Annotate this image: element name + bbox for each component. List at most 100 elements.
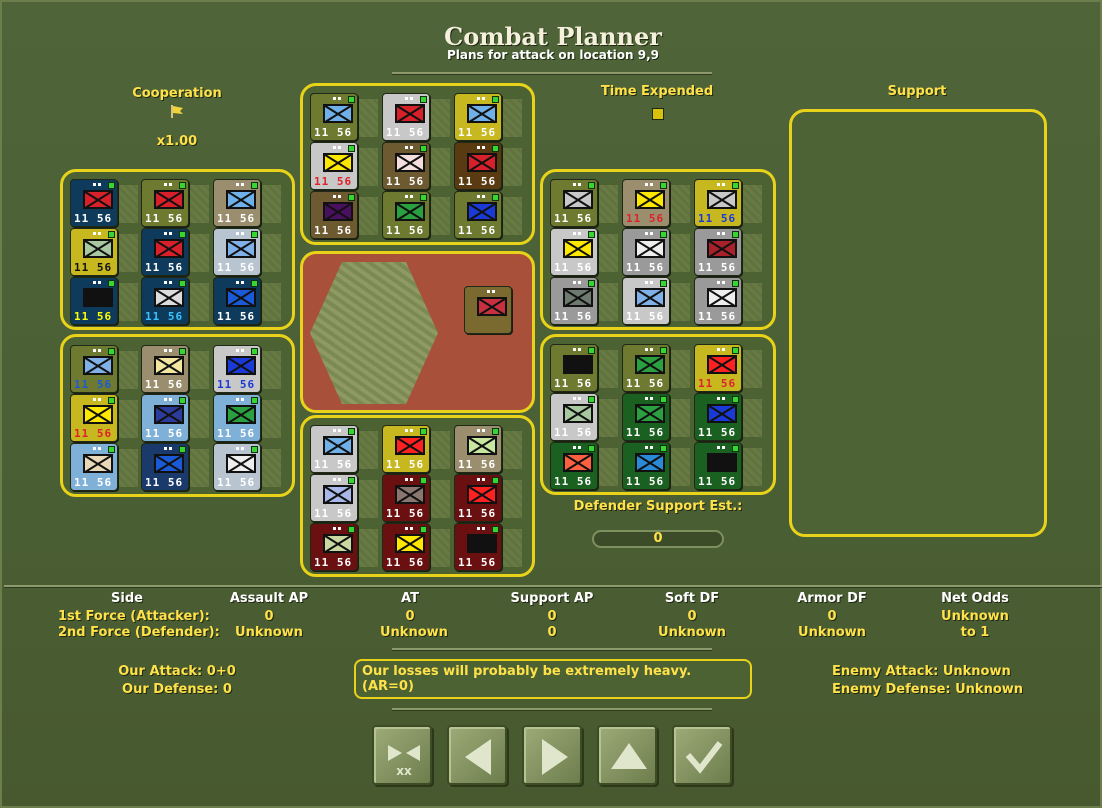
unit-terrain <box>114 283 138 321</box>
infantry-symbol-icon <box>467 485 497 504</box>
unit-counter[interactable]: 11 56 <box>382 425 430 473</box>
unit-counter[interactable]: 11 56 <box>550 228 598 276</box>
unit-counter[interactable]: 11 56 <box>550 344 598 392</box>
unit-counter[interactable]: 11 56 <box>213 345 261 393</box>
cancel-attack-button[interactable]: xx <box>372 725 432 785</box>
infantry-symbol-icon <box>83 190 113 209</box>
unit-size-icon <box>645 397 653 400</box>
infantry-symbol-icon <box>226 356 256 375</box>
unit-counter[interactable]: 11 56 <box>70 277 118 325</box>
unit-counter[interactable]: 11 56 <box>141 394 189 442</box>
our-attack: Our Attack: 0+0 <box>118 664 236 679</box>
infantry-symbol-icon <box>707 355 737 374</box>
unit-counter[interactable]: 11 56 <box>310 93 358 141</box>
unit-strength: 11 56 <box>217 378 256 391</box>
unit-counter[interactable]: 11 56 <box>622 442 670 490</box>
unit-counter[interactable]: 11 56 <box>70 394 118 442</box>
infantry-symbol-icon <box>395 534 425 553</box>
unit-status-icon <box>588 182 595 189</box>
unit-counter[interactable]: 11 56 <box>70 443 118 491</box>
unit-counter[interactable]: 11 56 <box>382 191 430 239</box>
unit-counter[interactable]: 11 56 <box>454 93 502 141</box>
unit-counter[interactable]: 11 56 <box>622 228 670 276</box>
unit-size-icon <box>236 281 244 284</box>
unit-counter[interactable]: 11 56 <box>382 474 430 522</box>
unit-counter[interactable]: 11 56 <box>694 393 742 441</box>
unit-counter[interactable]: 11 56 <box>141 345 189 393</box>
unit-counter[interactable]: 11 56 <box>622 393 670 441</box>
unit-counter[interactable]: 11 56 <box>382 142 430 190</box>
unit-counter[interactable]: 11 56 <box>141 228 189 276</box>
attacker-at: 0 <box>405 609 415 624</box>
unit-strength: 11 56 <box>314 175 353 188</box>
unit-status-icon <box>179 348 186 355</box>
time-expended-label: Time Expended <box>600 84 714 99</box>
unit-counter[interactable]: 11 56 <box>213 228 261 276</box>
unit-counter[interactable]: 11 56 <box>622 179 670 227</box>
up-button[interactable] <box>597 725 657 785</box>
unit-strength: 11 56 <box>458 458 497 471</box>
unit-counter[interactable]: 11 56 <box>694 344 742 392</box>
unit-terrain <box>594 283 618 321</box>
unit-counter[interactable]: 11 56 <box>141 277 189 325</box>
next-button[interactable] <box>522 725 582 785</box>
unit-counter[interactable]: 11 56 <box>550 277 598 325</box>
unit-counter[interactable]: 11 56 <box>213 179 261 227</box>
defender-assault-ap: Unknown <box>235 625 303 640</box>
unit-counter[interactable]: 11 56 <box>694 228 742 276</box>
unit-counter[interactable]: 11 56 <box>550 179 598 227</box>
infantry-symbol-icon <box>563 239 593 258</box>
unit-counter[interactable]: 11 56 <box>70 228 118 276</box>
unit-strength: 11 56 <box>386 224 425 237</box>
unit-terrain <box>666 283 690 321</box>
infantry-symbol-icon <box>323 153 353 172</box>
unit-counter[interactable]: 11 56 <box>70 179 118 227</box>
unit-counter[interactable]: 11 56 <box>310 142 358 190</box>
unit-counter[interactable]: 11 56 <box>454 523 502 571</box>
unit-status-icon <box>492 194 499 201</box>
unit-size-icon <box>477 97 485 100</box>
previous-button[interactable] <box>447 725 507 785</box>
unit-counter[interactable]: 11 56 <box>213 394 261 442</box>
unit-counter[interactable]: 11 56 <box>694 277 742 325</box>
unit-counter[interactable]: 11 56 <box>622 344 670 392</box>
unit-counter[interactable]: 11 56 <box>454 425 502 473</box>
confirm-button[interactable] <box>672 725 732 785</box>
unit-counter[interactable]: 11 56 <box>550 442 598 490</box>
unit-counter[interactable]: 11 56 <box>310 191 358 239</box>
support-panel[interactable] <box>789 109 1047 537</box>
unit-counter[interactable]: 11 56 <box>382 523 430 571</box>
unit-strength: 11 56 <box>74 212 113 225</box>
target-unit-counter[interactable] <box>464 286 512 334</box>
unit-counter[interactable]: 11 56 <box>694 442 742 490</box>
unit-counter[interactable]: 11 56 <box>382 93 430 141</box>
unit-counter[interactable]: 11 56 <box>141 179 189 227</box>
infantry-symbol-icon <box>83 239 113 258</box>
unit-size-icon <box>236 349 244 352</box>
unit-status-icon <box>588 280 595 287</box>
infantry-symbol-icon <box>395 436 425 455</box>
unit-counter[interactable]: 11 56 <box>694 179 742 227</box>
unit-terrain <box>114 400 138 438</box>
infantry-symbol-icon <box>707 404 737 423</box>
unit-counter[interactable]: 11 56 <box>310 425 358 473</box>
unit-counter[interactable]: 11 56 <box>213 277 261 325</box>
unit-status-icon <box>492 477 499 484</box>
unit-counter[interactable]: 11 56 <box>310 523 358 571</box>
infantry-symbol-icon <box>226 239 256 258</box>
unit-counter[interactable]: 11 56 <box>213 443 261 491</box>
unit-status-icon <box>732 445 739 452</box>
unit-counter[interactable]: 11 56 <box>70 345 118 393</box>
unit-size-icon <box>236 447 244 450</box>
unit-counter[interactable]: 11 56 <box>550 393 598 441</box>
unit-counter[interactable]: 11 56 <box>141 443 189 491</box>
unit-strength: 11 56 <box>314 458 353 471</box>
unit-terrain <box>354 148 378 186</box>
infantry-symbol-icon <box>395 485 425 504</box>
target-hex[interactable] <box>310 262 438 404</box>
unit-counter[interactable]: 11 56 <box>454 142 502 190</box>
unit-counter[interactable]: 11 56 <box>622 277 670 325</box>
unit-counter[interactable]: 11 56 <box>310 474 358 522</box>
unit-counter[interactable]: 11 56 <box>454 191 502 239</box>
unit-counter[interactable]: 11 56 <box>454 474 502 522</box>
